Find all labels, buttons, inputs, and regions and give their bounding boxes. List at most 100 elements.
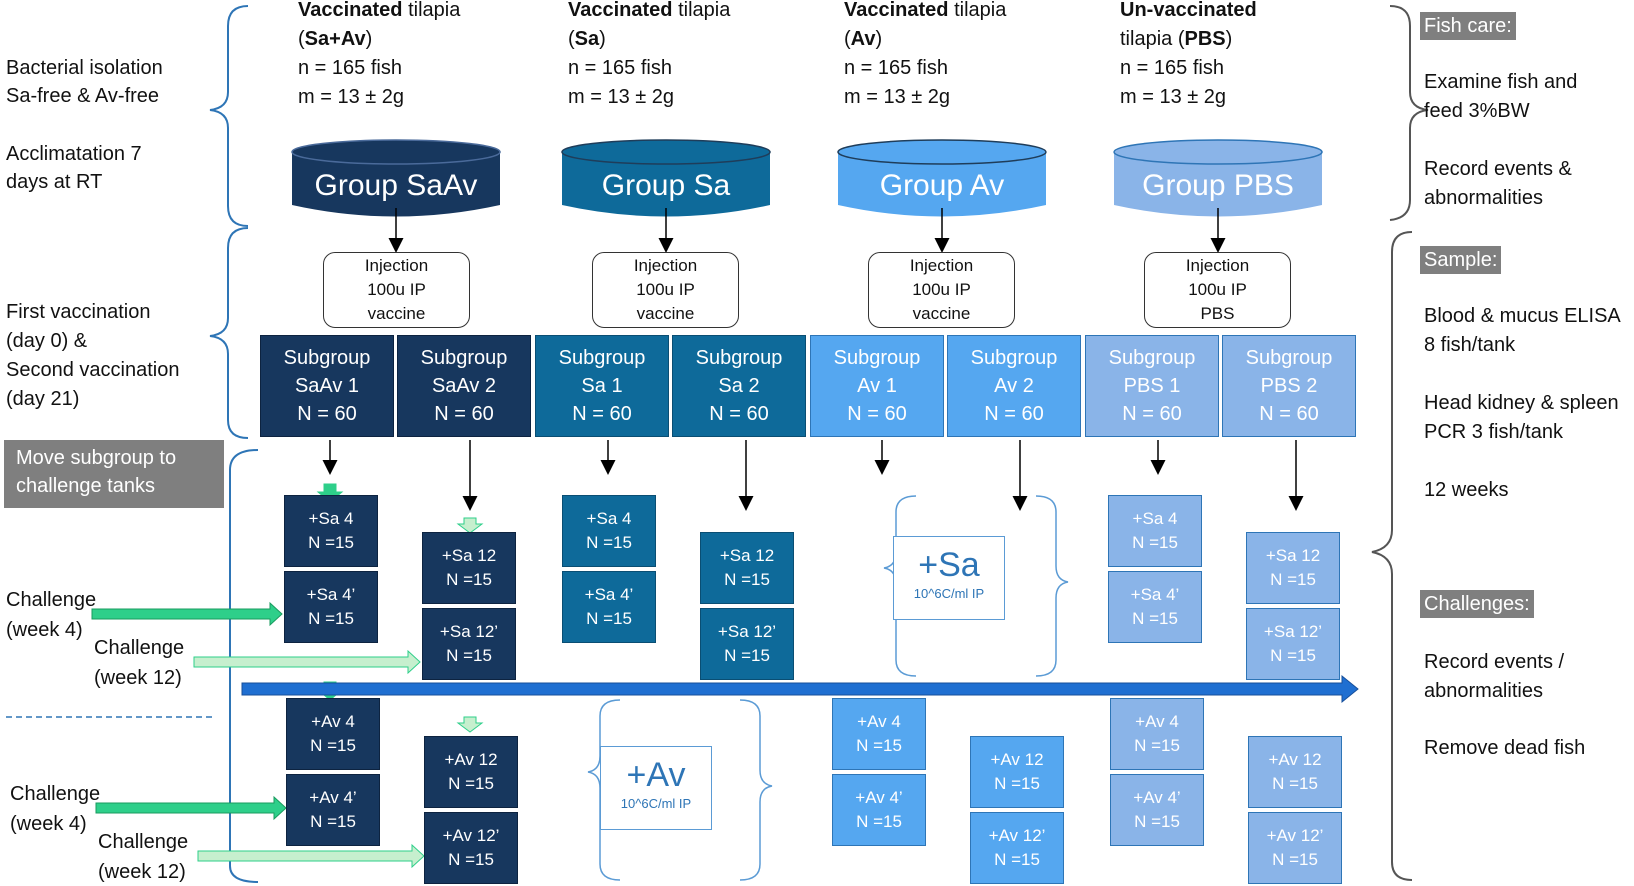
challenges-line-1: Record events / bbox=[1424, 651, 1565, 673]
subgroup-pbs-2: Subgroup PBS 2 N = 60 bbox=[1222, 335, 1356, 437]
challenge-box-pbs2-sa12p: +Sa 12’ N =15 bbox=[1246, 608, 1340, 680]
challenge-arrow-week12 bbox=[193, 649, 421, 675]
label-isolation-2: Sa-free & Av-free bbox=[6, 85, 160, 107]
challenge-box-pbs2-sa12: +Sa 12 N =15 bbox=[1246, 532, 1340, 604]
label-week12-av: (week 12) bbox=[98, 861, 186, 883]
challenge-box-saav2-sa12: +Sa 12 N =15 bbox=[422, 532, 516, 604]
label-day21: (day 21) bbox=[6, 388, 80, 410]
tank-av bbox=[837, 139, 1047, 217]
tank-saav bbox=[291, 139, 501, 217]
pathogen-av-box: +Av 10^6C/ml IP bbox=[600, 746, 712, 830]
sample-line-2: 8 fish/tank bbox=[1424, 334, 1516, 356]
injection-box-sa: Injection 100u IP vaccine bbox=[592, 252, 739, 328]
label-isolation-1: Bacterial isolation bbox=[6, 57, 163, 79]
tank-pbs bbox=[1113, 139, 1323, 217]
challenge-box-pbs2-av12: +Av 12 N =15 bbox=[1248, 736, 1342, 808]
injection-box-pbs: Injection 100u IP PBS bbox=[1144, 252, 1291, 328]
sa-bracket-left bbox=[883, 495, 917, 677]
challenge-box-saav1-av4: +Av 4 N =15 bbox=[286, 698, 380, 770]
label-challenge-sa-w12: Challenge bbox=[94, 637, 185, 659]
challenge-box-sa1-sa4: +Sa 4 N =15 bbox=[562, 495, 656, 567]
right-bracket-sample-challenge bbox=[1371, 231, 1413, 881]
left-bracket-challenge bbox=[229, 449, 259, 883]
challenge-box-pbs2-av12p: +Av 12’ N =15 bbox=[1248, 812, 1342, 884]
injection-box-av: Injection 100u IP vaccine bbox=[868, 252, 1015, 328]
sample-line-1: Blood & mucus ELISA bbox=[1424, 305, 1621, 327]
header-group-saav: Vaccinated tilapia (Sa+Av) n = 165 fish … bbox=[298, 0, 461, 108]
fish-care-line-1: Examine fish and bbox=[1424, 71, 1578, 93]
move-subgroup-banner: Move subgroup to challenge tanks bbox=[4, 440, 224, 508]
tank-label-saav: Group SaAv bbox=[314, 169, 478, 202]
tank-label-pbs: Group PBS bbox=[1142, 169, 1294, 202]
header-group-sa: Vaccinated tilapia (Sa) n = 165 fish m =… bbox=[568, 0, 731, 108]
label-day0: (day 0) & bbox=[6, 330, 88, 352]
label-challenge-av-w4: Challenge bbox=[10, 783, 101, 805]
label-week12-sa: (week 12) bbox=[94, 667, 182, 689]
label-week4-sa: (week 4) bbox=[6, 619, 83, 641]
subgroup-sa-2: Subgroup Sa 2 N = 60 bbox=[672, 335, 806, 437]
challenge-box-saav2-sa12p: +Sa 12’ N =15 bbox=[422, 608, 516, 680]
challenge-box-pbs1-sa4: +Sa 4 N =15 bbox=[1108, 495, 1202, 567]
pathogen-av-dose: 10^6C/ml IP bbox=[620, 796, 692, 811]
challenge-box-sa1-sa4p: +Sa 4’ N =15 bbox=[562, 571, 656, 643]
label-acclim-1: Acclimatation 7 bbox=[6, 143, 142, 165]
av-bracket-right bbox=[739, 699, 773, 881]
right-bracket-fish-care bbox=[1389, 5, 1429, 221]
header-group-pbs: Un-vaccinated tilapia (PBS) n = 165 fish… bbox=[1120, 0, 1257, 108]
tank-label-av: Group Av bbox=[879, 169, 1005, 202]
sample-line-4: PCR 3 fish/tank bbox=[1424, 421, 1563, 443]
fish-care-line-2: feed 3%BW bbox=[1424, 100, 1530, 122]
sample-tag: Sample: bbox=[1420, 246, 1502, 274]
fish-care-line-3: Record events & bbox=[1424, 158, 1572, 180]
subgroup-sa-1: Subgroup Sa 1 N = 60 bbox=[535, 335, 669, 437]
challenge-arrow-week4 bbox=[91, 601, 283, 627]
label-challenge-av-w12: Challenge bbox=[98, 831, 189, 853]
left-bracket-vaccination bbox=[209, 227, 249, 439]
label-acclim-2: days at RT bbox=[6, 171, 103, 193]
challenges-tag: Challenges: bbox=[1420, 590, 1534, 618]
challenges-line-2: abnormalities bbox=[1424, 680, 1543, 702]
challenge-box-av1-av4p: +Av 4’ N =15 bbox=[832, 774, 926, 846]
fish-care-tag: Fish care: bbox=[1420, 12, 1516, 40]
subgroup-saav-2: Subgroup SaAv 2 N = 60 bbox=[397, 335, 531, 437]
subgroup-av-1: Subgroup Av 1 N = 60 bbox=[810, 335, 944, 437]
subgroup-pbs-1: Subgroup PBS 1 N = 60 bbox=[1085, 335, 1219, 437]
challenge-box-saav1-sa4p: +Sa 4’ N =15 bbox=[284, 571, 378, 643]
green-down-arrow bbox=[456, 716, 484, 733]
header-group-av: Vaccinated tilapia (Av) n = 165 fish m =… bbox=[844, 0, 1007, 108]
label-first-vacc: First vaccination bbox=[6, 301, 151, 323]
left-bracket-setup bbox=[209, 5, 249, 227]
challenge-arrow-week4-av bbox=[95, 795, 287, 821]
pathogen-sa-box: +Sa 10^6C/ml IP bbox=[893, 536, 1005, 620]
tank-sa bbox=[561, 139, 771, 217]
challenge-box-saav2-av12p: +Av 12’ N =15 bbox=[424, 812, 518, 884]
challenge-box-saav2-av12: +Av 12 N =15 bbox=[424, 736, 518, 808]
challenge-box-saav1-av4p: +Av 4’ N =15 bbox=[286, 774, 380, 846]
subgroup-av-2: Subgroup Av 2 N = 60 bbox=[947, 335, 1081, 437]
injection-box-saav: Injection 100u IP vaccine bbox=[323, 252, 470, 328]
av-bracket-left bbox=[587, 699, 621, 881]
pathogen-sa-dose: 10^6C/ml IP bbox=[913, 586, 985, 601]
fish-care-line-4: abnormalities bbox=[1424, 187, 1543, 209]
challenge-arrow-week12-av bbox=[197, 843, 425, 869]
label-challenge-sa-w4: Challenge bbox=[6, 589, 97, 611]
timeline-arrow bbox=[241, 674, 1359, 704]
green-down-arrow bbox=[456, 517, 484, 534]
pathogen-av-label: +Av bbox=[626, 756, 686, 794]
sample-line-5: 12 weeks bbox=[1424, 479, 1509, 501]
pathogen-sa-label: +Sa bbox=[918, 546, 980, 584]
challenge-box-pbs1-av4: +Av 4 N =15 bbox=[1110, 698, 1204, 770]
challenge-box-saav1-sa4: +Sa 4 N =15 bbox=[284, 495, 378, 567]
challenge-box-av2-av12: +Av 12 N =15 bbox=[970, 736, 1064, 808]
challenge-box-av1-av4: +Av 4 N =15 bbox=[832, 698, 926, 770]
challenge-box-pbs1-sa4p: +Sa 4’ N =15 bbox=[1108, 571, 1202, 643]
challenge-box-sa2-sa12p: +Sa 12’ N =15 bbox=[700, 608, 794, 680]
label-second-vacc: Second vaccination bbox=[6, 359, 180, 381]
tank-label-sa: Group Sa bbox=[601, 169, 731, 202]
sample-line-3: Head kidney & spleen bbox=[1424, 392, 1619, 414]
challenges-line-3: Remove dead fish bbox=[1424, 737, 1586, 759]
challenge-box-av2-av12p: +Av 12’ N =15 bbox=[970, 812, 1064, 884]
sa-bracket-right bbox=[1035, 495, 1069, 677]
challenge-box-sa2-sa12: +Sa 12 N =15 bbox=[700, 532, 794, 604]
